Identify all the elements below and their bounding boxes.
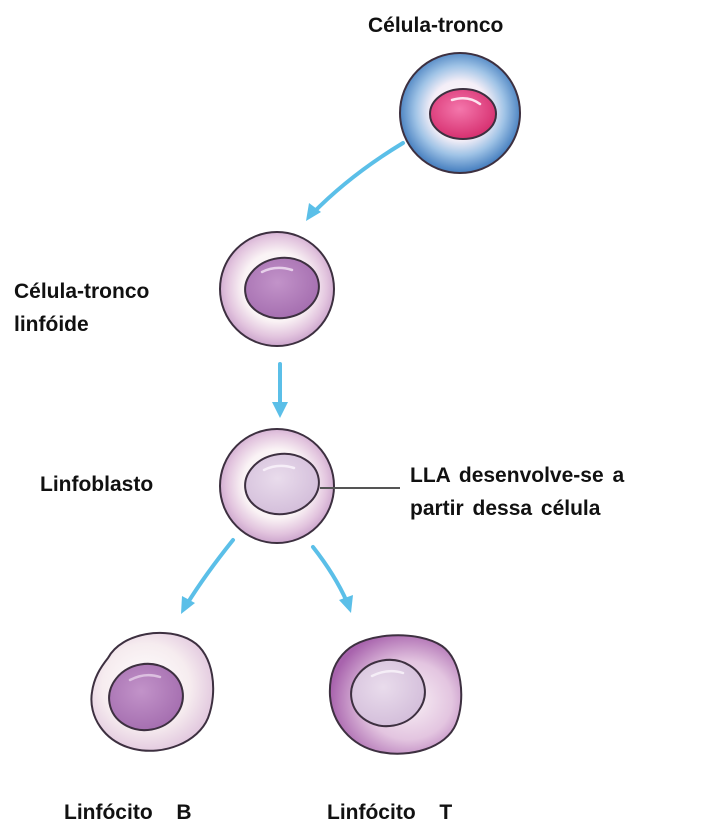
t-lymphocyte-label: Linfócito T (327, 801, 452, 824)
stem-cell-nucleus (430, 89, 496, 139)
lymphoid-stem-cell (220, 232, 334, 346)
arrows (181, 143, 403, 614)
arrow-lymphoblast-to-b (187, 540, 233, 604)
lymphoid-stem-cell-label-line1: Célula-tronco (14, 280, 149, 303)
lymphoblast-cell (220, 429, 334, 543)
b-lymphocyte-cell (91, 633, 213, 751)
annotation-line2: partir dessa célula (410, 497, 601, 520)
lymphoid-stem-cell-label-line2: linfóide (14, 313, 89, 336)
b-lymphocyte-label: Linfócito B (64, 801, 191, 824)
stem-cell-label: Célula-tronco (368, 14, 503, 37)
arrow-lymphoblast-to-t (313, 547, 347, 602)
stem-cell (400, 53, 520, 173)
arrowhead-lymphoid-to-lymphoblast (272, 402, 288, 418)
arrowhead-lymphoblast-to-t (339, 595, 353, 613)
lymphoblast-label: Linfoblasto (40, 473, 153, 496)
annotation-line1: LLA desenvolve-se a (410, 464, 624, 487)
arrow-stem-to-lymphoid (312, 143, 403, 214)
t-lymphocyte-cell (330, 635, 461, 753)
